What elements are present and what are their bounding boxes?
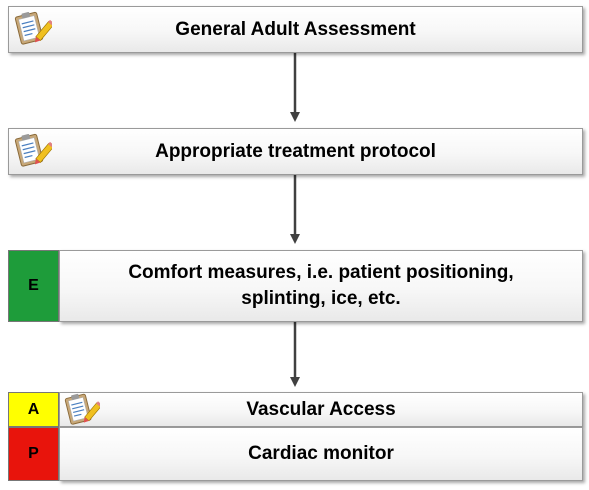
badge-p: P: [8, 427, 59, 481]
badge-e: E: [8, 250, 59, 322]
step-label: General Adult Assessment: [175, 18, 416, 40]
step-label: Cardiac monitor: [248, 443, 394, 464]
step-label: Appropriate treatment protocol: [155, 140, 436, 162]
step-appropriate-treatment-protocol: Appropriate treatment protocol: [8, 128, 583, 175]
badge-label: P: [28, 445, 39, 462]
step-label: Vascular Access: [246, 398, 396, 420]
step-vascular-access: Vascular Access: [59, 392, 583, 427]
step-label: Comfort measures, i.e. patient positioni…: [128, 262, 514, 309]
badge-a: A: [8, 392, 59, 427]
step-cardiac-monitor: Cardiac monitor: [59, 427, 583, 481]
badge-label: A: [27, 400, 40, 418]
clipboard-pencil-icon: [64, 393, 100, 425]
step-comfort-measures: Comfort measures, i.e. patient positioni…: [59, 250, 583, 322]
badge-label: E: [28, 277, 39, 294]
clipboard-pencil-icon: [14, 133, 52, 167]
step-general-adult-assessment: General Adult Assessment: [8, 6, 583, 53]
clipboard-pencil-icon: [14, 11, 52, 45]
